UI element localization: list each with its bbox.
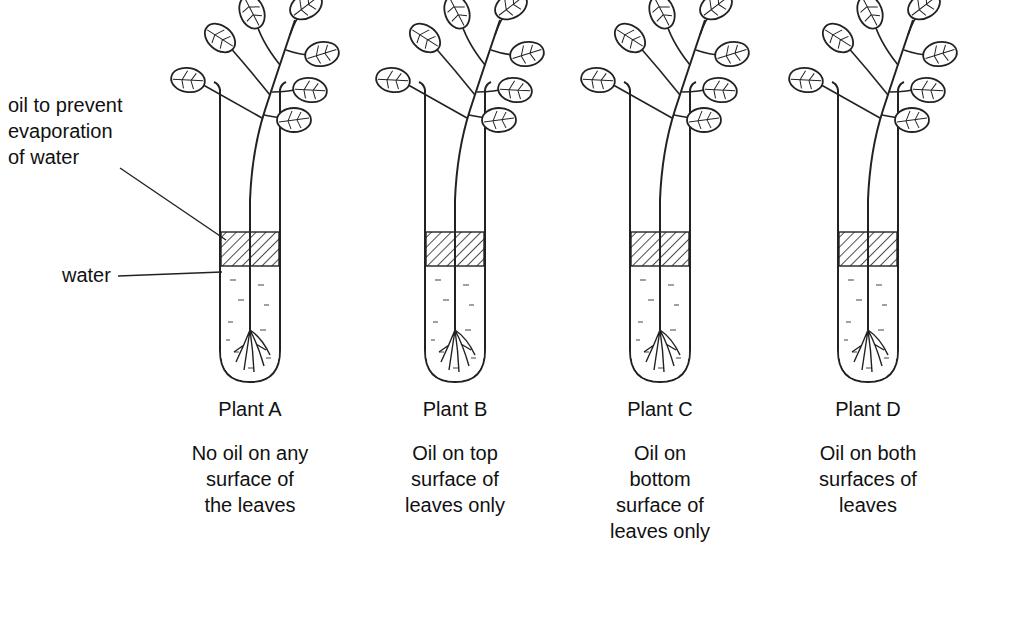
condition-text: No oil on any surface of the leaves — [190, 440, 310, 518]
condition-text: Oil on both surfaces of leaves — [810, 440, 926, 518]
plant-setup — [787, 0, 959, 382]
plant-name: Plant D — [813, 396, 923, 422]
plant-name: Plant B — [400, 396, 510, 422]
plant-setup — [579, 0, 751, 382]
condition-text: Oil on top surface of leaves only — [397, 440, 513, 518]
leader-line — [120, 168, 226, 240]
condition-text: Oil on bottom surface of leaves only — [606, 440, 714, 544]
callout-label: oil to prevent evaporation of water — [8, 92, 123, 170]
plant-setup — [169, 0, 341, 382]
leader-line — [118, 272, 222, 276]
callout-label: water — [62, 262, 122, 288]
plant-name: Plant C — [605, 396, 715, 422]
plant-name: Plant A — [195, 396, 305, 422]
plant-setup — [374, 0, 546, 382]
